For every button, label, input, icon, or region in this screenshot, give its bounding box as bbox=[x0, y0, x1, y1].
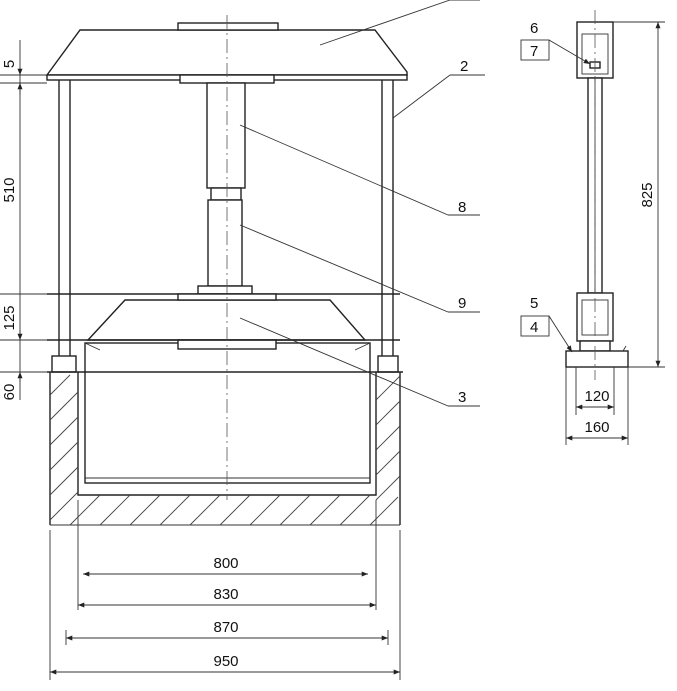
side-view: 825 120 160 6 7 5 4 bbox=[520, 10, 665, 445]
piston-rod bbox=[207, 199, 243, 287]
callout-7: 7 bbox=[530, 43, 538, 60]
dim-510: 510 bbox=[1, 177, 18, 202]
front-view: 5 510 125 60 800 830 870 950 bbox=[0, 0, 485, 680]
dim-5: 5 bbox=[1, 60, 18, 68]
mould-box bbox=[84, 342, 371, 484]
callout-9: 9 bbox=[458, 295, 466, 312]
base-plate-left bbox=[51, 355, 77, 373]
dim-160: 160 bbox=[584, 419, 609, 436]
callout-6: 6 bbox=[530, 20, 538, 37]
callout-2: 2 bbox=[460, 58, 468, 75]
foundation-pit bbox=[49, 372, 401, 526]
column-left bbox=[58, 80, 71, 356]
cylinder bbox=[206, 82, 246, 189]
callout-3: 3 bbox=[458, 389, 466, 406]
dim-120: 120 bbox=[584, 388, 609, 405]
dim-60: 60 bbox=[1, 384, 18, 401]
dim-125: 125 bbox=[1, 305, 18, 330]
dim-830: 830 bbox=[213, 586, 238, 603]
callout-8: 8 bbox=[458, 199, 466, 216]
bottom-dimension-lines bbox=[49, 500, 401, 680]
front-leaders bbox=[239, 0, 485, 407]
left-dimension-chain bbox=[0, 40, 47, 400]
base-plate-right bbox=[377, 355, 399, 373]
column-right bbox=[381, 80, 394, 356]
callout-4: 4 bbox=[530, 319, 538, 336]
dim-825: 825 bbox=[639, 182, 656, 207]
callout-5: 5 bbox=[530, 295, 538, 312]
side-base bbox=[565, 350, 629, 368]
moving-beam bbox=[86, 299, 367, 341]
dim-870: 870 bbox=[213, 619, 238, 636]
dim-800: 800 bbox=[213, 555, 238, 572]
dim-950: 950 bbox=[213, 653, 238, 670]
